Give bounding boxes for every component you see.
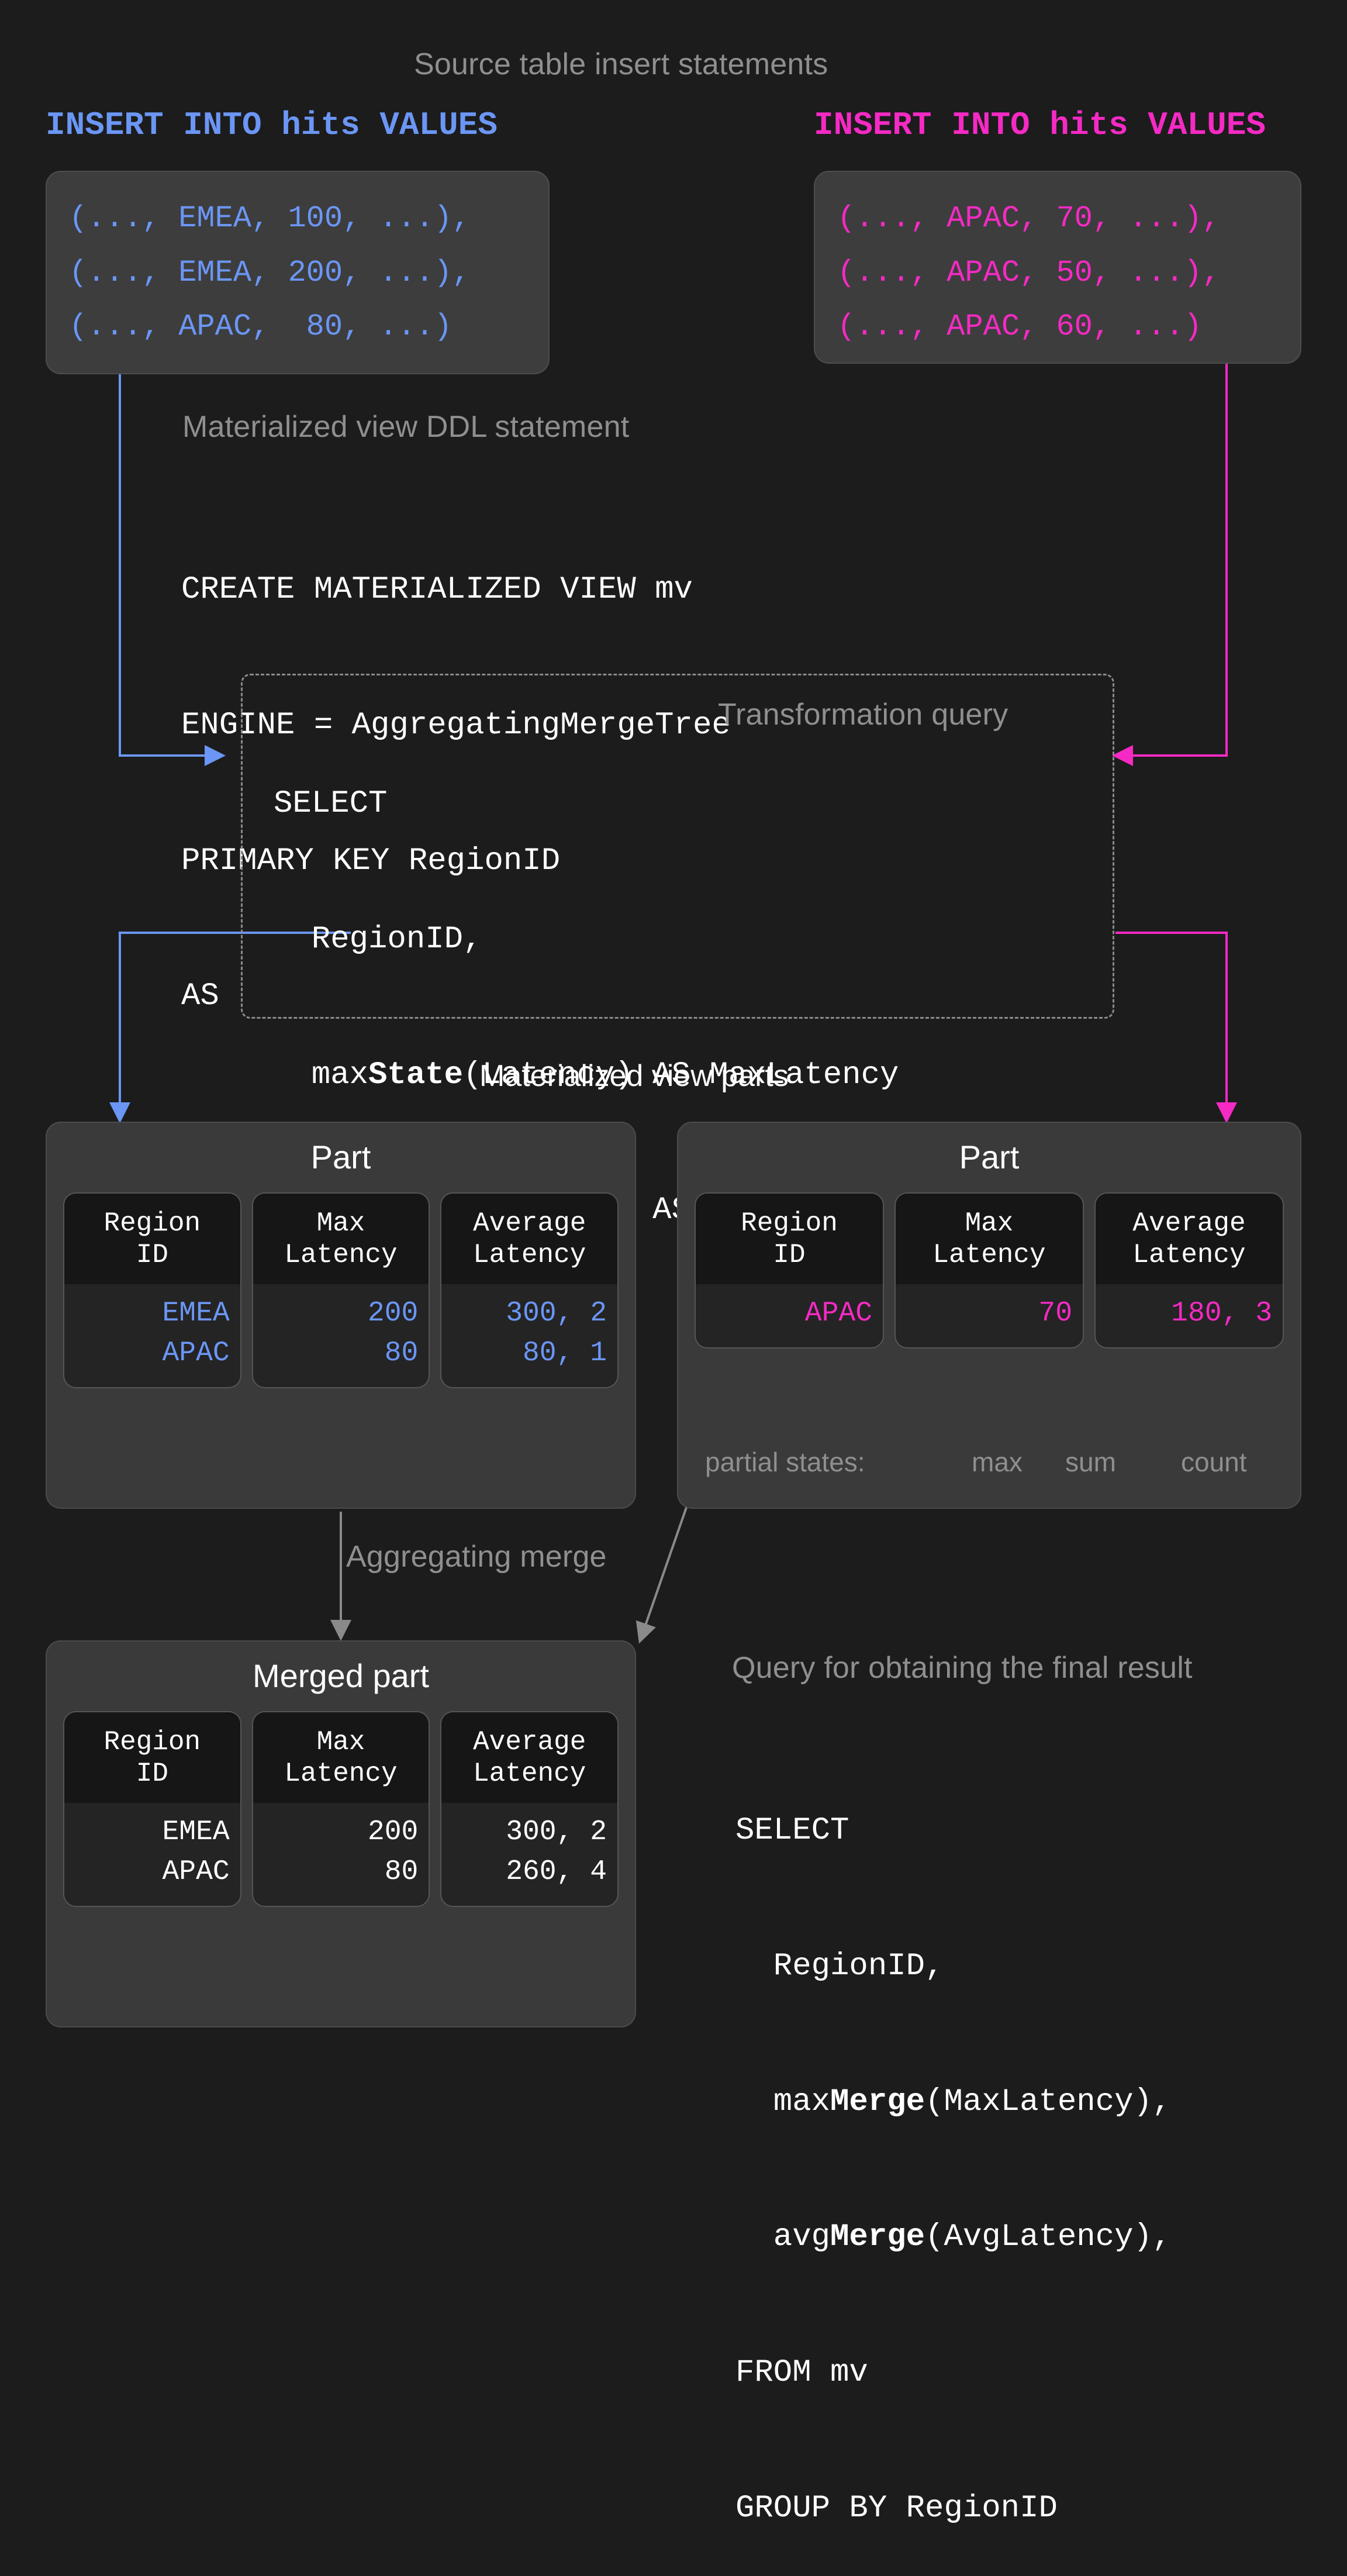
cell-value: APAC bbox=[804, 1297, 872, 1329]
cell-value: 70 bbox=[1038, 1297, 1072, 1329]
fq-maxmerge-bold: Merge bbox=[830, 2084, 925, 2120]
insert-box-right: (..., APAC, 70, ...), (..., APAC, 50, ..… bbox=[814, 171, 1301, 364]
column-max-latency: Max Latency 70 bbox=[894, 1192, 1084, 1349]
column-max-latency: Max Latency 200 80 bbox=[251, 1711, 430, 1907]
column-region-id: Region ID APAC bbox=[695, 1192, 884, 1349]
fq-maxmerge-pre: max bbox=[735, 2084, 831, 2120]
tq-maxstate-bold: State bbox=[368, 1057, 464, 1093]
tq-line-select: SELECT bbox=[274, 786, 388, 822]
insert-header-right: INSERT INTO hits VALUES bbox=[814, 106, 1266, 144]
fq-line-regionid: RegionID, bbox=[735, 1949, 944, 1985]
part-box-right: Part Region ID APAC Max Latency 70 Avera… bbox=[677, 1122, 1301, 1509]
tq-maxstate-pre: max bbox=[274, 1057, 369, 1093]
part-box-left: Part Region ID EMEA APAC Max Latency 200… bbox=[46, 1122, 636, 1509]
caption-mv-parts: Materialized view parts bbox=[479, 1059, 789, 1093]
cell-value: 300, 2 bbox=[506, 1297, 607, 1329]
cell-value: 200 bbox=[367, 1816, 419, 1848]
fq-line-select: SELECT bbox=[735, 1813, 849, 1849]
tq-line-maxstate: maxState(Latency) AS MaxLatency bbox=[274, 1053, 899, 1098]
cell-value: 200 bbox=[367, 1297, 419, 1329]
column-header: Region ID bbox=[64, 1712, 240, 1803]
fq-line-avgmerge: avgMerge(AvgLatency), bbox=[735, 2215, 1172, 2260]
merged-part-title: Merged part bbox=[253, 1657, 429, 1694]
column-region-id: Region ID EMEA APAC bbox=[63, 1192, 241, 1388]
column-header: Average Latency bbox=[1096, 1194, 1283, 1284]
cell-value: 260, 4 bbox=[506, 1856, 607, 1888]
label-state-max: max bbox=[972, 1447, 1023, 1477]
fq-avgmerge-pre: avg bbox=[735, 2219, 831, 2256]
ddl-line: ENGINE = AggregatingMergeTree bbox=[181, 708, 731, 744]
column-header: Average Latency bbox=[441, 1712, 618, 1803]
cell-value: APAC bbox=[162, 1337, 230, 1369]
transformation-query-box bbox=[241, 674, 1114, 1019]
part-title-left: Part bbox=[310, 1139, 371, 1175]
ddl-line: AS bbox=[181, 978, 219, 1015]
insert-line: (..., APAC, 80, ...) bbox=[69, 309, 453, 344]
cell-value: 300, 2 bbox=[506, 1816, 607, 1848]
column-header: Max Latency bbox=[253, 1194, 429, 1284]
fq-line-groupby: GROUP BY RegionID bbox=[735, 2490, 1058, 2526]
fq-avgmerge-post: (AvgLatency), bbox=[925, 2219, 1172, 2256]
cell-value: APAC bbox=[162, 1856, 230, 1888]
cell-value: 80 bbox=[384, 1856, 419, 1888]
tq-line-regionid: RegionID, bbox=[274, 922, 482, 958]
insert-line: (..., EMEA, 200, ...), bbox=[69, 255, 471, 290]
label-state-count: count bbox=[1181, 1447, 1247, 1477]
caption-mv-ddl: Materialized view DDL statement bbox=[182, 410, 630, 444]
column-header: Region ID bbox=[64, 1194, 240, 1284]
caption-source-inserts: Source table insert statements bbox=[414, 47, 828, 81]
caption-aggregating-merge: Aggregating merge bbox=[346, 1540, 607, 1574]
fq-line-from: FROM mv bbox=[735, 2355, 868, 2391]
column-average-latency: Average Latency 180, 3 bbox=[1094, 1192, 1284, 1349]
arrow-pink-query-to-part bbox=[1115, 932, 1237, 1123]
insert-box-left: (..., EMEA, 100, ...), (..., EMEA, 200, … bbox=[46, 171, 550, 374]
insert-line: (..., EMEA, 100, ...), bbox=[69, 201, 471, 236]
merged-part-box: Merged part Region ID EMEA APAC Max Late… bbox=[46, 1640, 636, 2027]
arrow-pink-insert-to-query bbox=[1112, 363, 1228, 766]
part-title-right: Part bbox=[959, 1139, 1020, 1175]
column-region-id: Region ID EMEA APAC bbox=[63, 1711, 241, 1907]
cell-value: 180, 3 bbox=[1171, 1297, 1272, 1329]
cell-value: EMEA bbox=[162, 1816, 230, 1848]
label-partial-states: partial states: bbox=[705, 1447, 865, 1477]
insert-line: (..., APAC, 60, ...) bbox=[837, 309, 1203, 344]
insert-line: (..., APAC, 70, ...), bbox=[837, 201, 1221, 236]
fq-line-maxmerge: maxMerge(MaxLatency), bbox=[735, 2080, 1172, 2125]
cell-value: 80 bbox=[384, 1337, 419, 1369]
ddl-line: CREATE MATERIALIZED VIEW mv bbox=[181, 572, 693, 608]
ddl-statement: CREATE MATERIALIZED VIEW mv ENGINE = Agg… bbox=[181, 477, 731, 1064]
caption-final-query: Query for obtaining the final result bbox=[732, 1651, 1193, 1685]
insert-line: (..., APAC, 50, ...), bbox=[837, 255, 1221, 290]
column-header: Region ID bbox=[696, 1194, 883, 1284]
column-header: Max Latency bbox=[896, 1194, 1083, 1284]
fq-avgmerge-bold: Merge bbox=[830, 2219, 925, 2256]
ddl-line: PRIMARY KEY RegionID bbox=[181, 843, 561, 879]
column-header: Max Latency bbox=[253, 1712, 429, 1803]
column-header: Average Latency bbox=[441, 1194, 618, 1284]
tq-maxstate-post: (Latency) AS MaxLatency bbox=[463, 1057, 899, 1093]
column-max-latency: Max Latency 200 80 bbox=[251, 1192, 430, 1388]
label-state-sum: sum bbox=[1065, 1447, 1116, 1477]
column-average-latency: Average Latency 300, 2 80, 1 bbox=[440, 1192, 619, 1388]
insert-header-left: INSERT INTO hits VALUES bbox=[46, 106, 498, 144]
final-query-text: SELECT RegionID, maxMerge(MaxLatency), a… bbox=[735, 1718, 1171, 2576]
cell-value: 80, 1 bbox=[522, 1337, 607, 1369]
column-average-latency: Average Latency 300, 2 260, 4 bbox=[440, 1711, 619, 1907]
fq-maxmerge-post: (MaxLatency), bbox=[925, 2084, 1172, 2120]
caption-transformation-query: Transformation query bbox=[718, 698, 1008, 732]
cell-value: EMEA bbox=[162, 1297, 230, 1329]
